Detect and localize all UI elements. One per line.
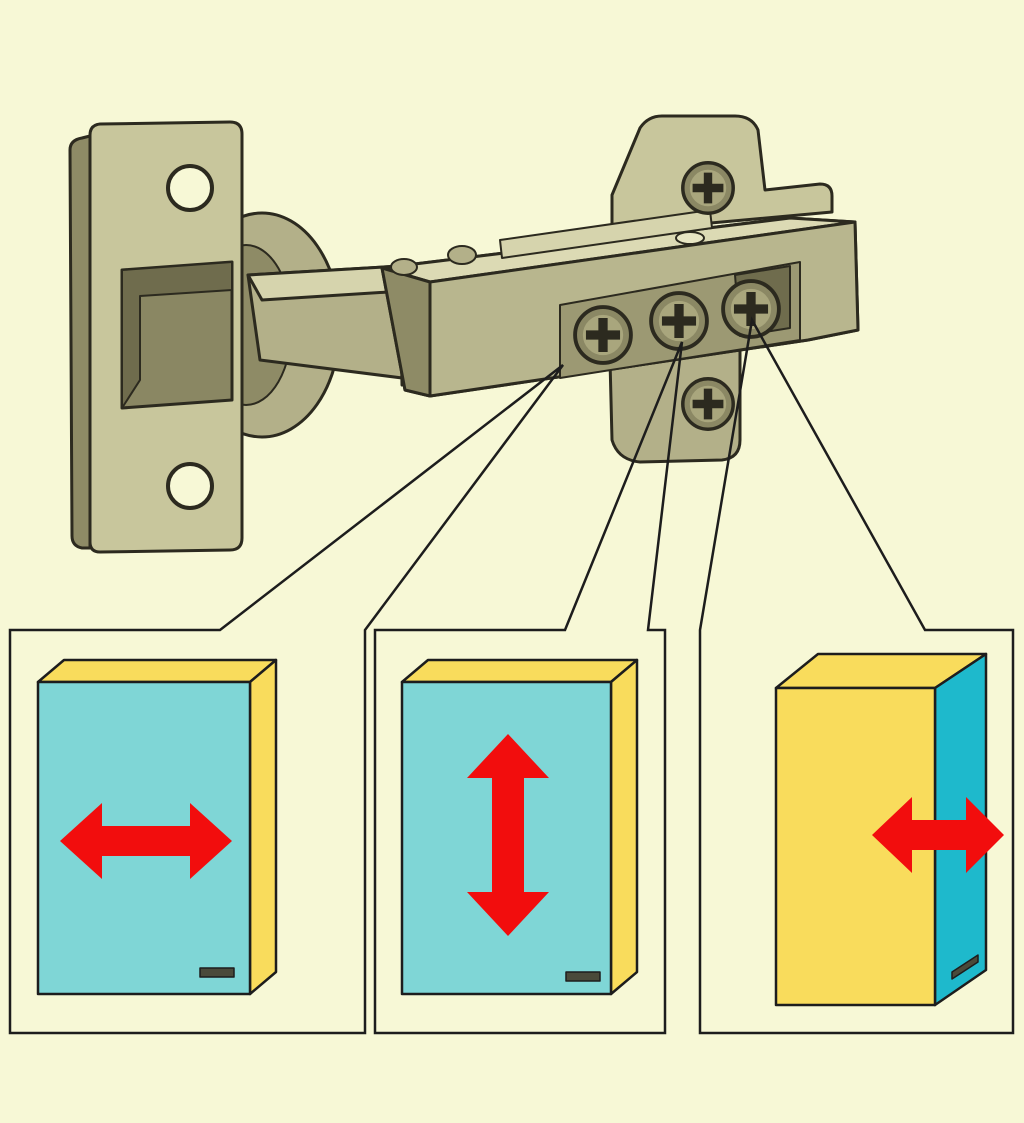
height-adjustment-screw [649, 291, 709, 351]
panel-depth-adjustment [774, 652, 1004, 1007]
door-handle [199, 967, 235, 978]
plate-screw-hole-bottom [166, 462, 214, 510]
callout-outline-side [8, 364, 565, 1035]
plate-screw-hole-top [166, 164, 214, 212]
callout-outline-depth [698, 316, 1015, 1035]
horizontal-double-arrow-icon [60, 803, 232, 879]
wing-screw-top [681, 161, 735, 215]
wing-screw-bottom [681, 377, 735, 431]
panel-side-adjustment [36, 658, 278, 996]
callout-outline-height [373, 341, 684, 1035]
mounting-plate [68, 120, 244, 554]
door-handle [565, 971, 601, 982]
panel-height-adjustment [400, 658, 639, 996]
door-handle [951, 954, 979, 980]
side-adjustment-screw [573, 305, 633, 365]
vertical-double-arrow-icon [467, 734, 549, 936]
depth-double-arrow-icon [872, 797, 1004, 873]
